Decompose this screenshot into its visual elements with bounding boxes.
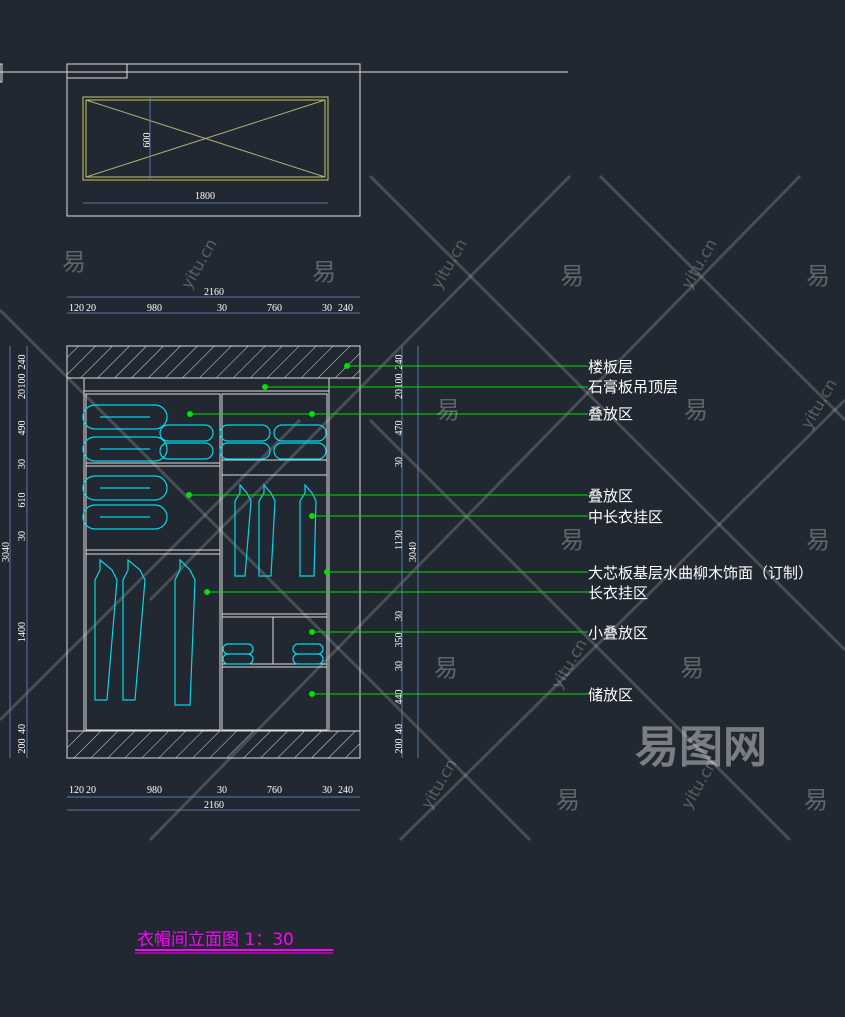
watermark: 易 bbox=[804, 786, 828, 814]
watermark: 易 bbox=[684, 396, 708, 424]
watermark: 易 bbox=[434, 654, 458, 682]
dim: 980 bbox=[147, 303, 162, 314]
dim: 120 bbox=[69, 303, 84, 314]
dim: 3040 bbox=[1, 542, 12, 562]
label-gypsum-ceiling: 石膏板吊顶层 bbox=[588, 378, 678, 396]
watermark: 易 bbox=[560, 262, 584, 290]
dim: 440 bbox=[394, 690, 405, 705]
label-board-finish: 大芯板基层水曲柳木饰面（订制） bbox=[588, 564, 813, 582]
dim: 30 bbox=[394, 611, 405, 621]
dim: 120 bbox=[69, 785, 84, 796]
dim: 40 bbox=[17, 724, 28, 734]
dim: 240 bbox=[338, 303, 353, 314]
dim: 760 bbox=[267, 303, 282, 314]
dim: 240 bbox=[394, 355, 405, 370]
dimension-lines bbox=[9, 296, 419, 811]
watermark: 易 bbox=[312, 258, 336, 286]
watermark: 易 bbox=[680, 654, 704, 682]
dim: 20 bbox=[17, 389, 28, 399]
dim: 1400 bbox=[17, 622, 28, 642]
dim: 40 bbox=[394, 724, 405, 734]
dim: 470 bbox=[394, 421, 405, 436]
dim: 30 bbox=[217, 785, 227, 796]
dim: 610 bbox=[17, 493, 28, 508]
dim: 30 bbox=[394, 661, 405, 671]
label-stacking-zone-2: 叠放区 bbox=[588, 487, 633, 505]
label-long-hanging-zone: 长衣挂区 bbox=[588, 584, 648, 602]
dim: 30 bbox=[322, 785, 332, 796]
dim: 760 bbox=[267, 785, 282, 796]
dim: 200 bbox=[394, 739, 405, 754]
watermark: 易 bbox=[62, 248, 86, 276]
watermarks: 易 易 易 易 易 易 易 易 易 易 易 易 yitu.cn yitu.cn … bbox=[62, 235, 841, 814]
dim: 30 bbox=[17, 531, 28, 541]
zone-labels: 楼板层 石膏板吊顶层 叠放区 叠放区 中长衣挂区 大芯板基层水曲柳木饰面（订制）… bbox=[588, 358, 813, 704]
top-total-dim: 2160 bbox=[204, 287, 224, 298]
drawing-title: 衣帽间立面图 1：30 bbox=[137, 930, 294, 950]
dim: 490 bbox=[17, 421, 28, 436]
dim: 240 bbox=[338, 785, 353, 796]
dim: 20 bbox=[86, 303, 96, 314]
watermark: yitu.cn bbox=[797, 375, 841, 432]
dim: 20 bbox=[86, 785, 96, 796]
dim: 100 bbox=[17, 374, 28, 389]
dim: 30 bbox=[322, 303, 332, 314]
dim: 200 bbox=[17, 739, 28, 754]
dim: 3040 bbox=[408, 542, 419, 562]
watermark: yitu.cn bbox=[177, 235, 221, 292]
dim: 350 bbox=[394, 633, 405, 648]
plan-depth-dim: 600 bbox=[142, 133, 153, 148]
watermark: 易 bbox=[436, 396, 460, 424]
dim: 20 bbox=[394, 389, 405, 399]
dim: 1130 bbox=[394, 530, 405, 550]
dim: 240 bbox=[17, 355, 28, 370]
watermark: 易 bbox=[806, 526, 830, 554]
dim: 30 bbox=[17, 459, 28, 469]
dim: 30 bbox=[217, 303, 227, 314]
label-stacking-zone-1: 叠放区 bbox=[588, 405, 633, 423]
label-mid-hanging-zone: 中长衣挂区 bbox=[588, 508, 663, 526]
left-dims: 3040 240 20 100 490 30 610 30 1400 40 20… bbox=[1, 355, 28, 754]
watermark: 易 bbox=[560, 526, 584, 554]
plan-width-dim: 1800 bbox=[195, 191, 215, 202]
top-segment-dims: 120 20 980 30 760 30 240 bbox=[69, 303, 353, 314]
leader-lines bbox=[186, 363, 588, 697]
watermark-logo: 易图网 bbox=[635, 722, 767, 773]
clothes-icons bbox=[82, 404, 327, 706]
label-floor-slab: 楼板层 bbox=[588, 358, 633, 376]
bottom-total-dim: 2160 bbox=[204, 800, 224, 811]
watermark: yitu.cn bbox=[547, 635, 591, 692]
bottom-segment-dims: 120 20 980 30 760 30 240 bbox=[69, 785, 353, 796]
right-dims: 3040 240 20 100 470 30 1130 30 350 30 44… bbox=[394, 355, 419, 754]
elevation-frame bbox=[66, 345, 361, 759]
dim: 980 bbox=[147, 785, 162, 796]
watermark: 易 bbox=[806, 262, 830, 290]
dim: 100 bbox=[394, 374, 405, 389]
label-storage-zone: 储放区 bbox=[588, 686, 633, 704]
label-small-stacking-zone: 小叠放区 bbox=[588, 624, 648, 642]
dim: 30 bbox=[394, 457, 405, 467]
plan-view: 600 1800 bbox=[0, 63, 568, 217]
watermark: 易 bbox=[556, 786, 580, 814]
